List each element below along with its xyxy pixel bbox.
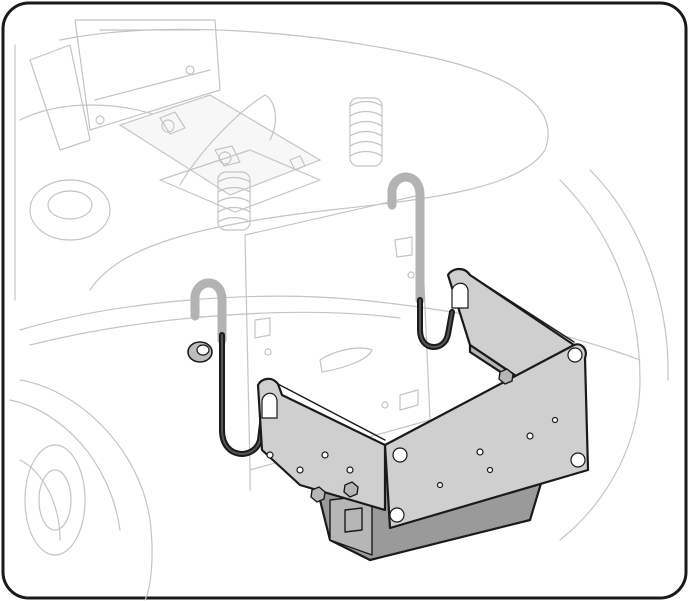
- hook-strap-left: [219, 332, 266, 457]
- mower-body-ghost: [14, 19, 669, 541]
- rubber-grommet: [187, 341, 213, 363]
- hook-strap-right: [417, 297, 455, 350]
- wheel-ghost: [9, 379, 153, 601]
- arrow-right: [387, 172, 425, 305]
- battery-bracket: [256, 267, 590, 562]
- arrow-left: [190, 278, 227, 345]
- seat-plate-ghost: [118, 94, 322, 213]
- spring-left-ghost: [217, 171, 251, 231]
- spring-right-ghost: [349, 97, 383, 167]
